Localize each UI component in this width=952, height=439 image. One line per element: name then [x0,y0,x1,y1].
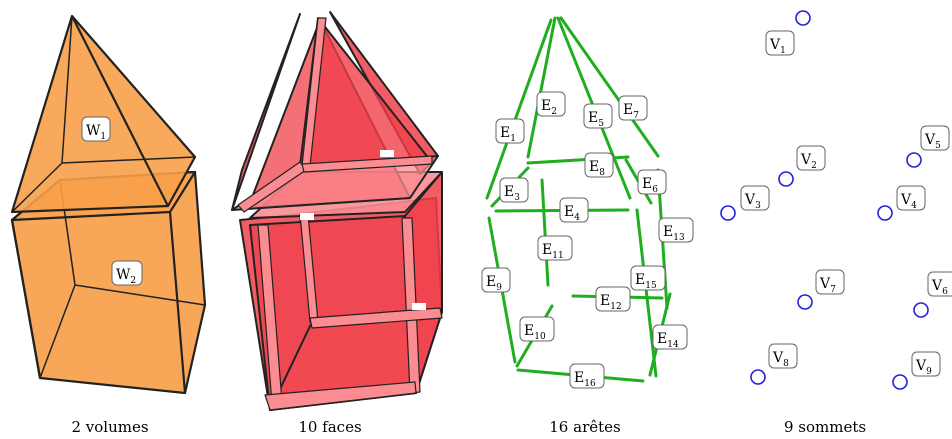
vertex-label-v2: V2 [796,145,826,171]
vertex-label-v9: V9 [911,351,941,377]
svg-text:W2: W2 [116,267,136,286]
edge-label-e12: E12 [595,286,631,312]
svg-text:E14: E14 [657,331,679,350]
vertex-label-v4: V4 [896,185,926,211]
svg-text:E7: E7 [623,102,639,121]
edge-e7 [559,16,660,158]
svg-text:E9: E9 [486,274,502,293]
edge-label-e11: E11 [537,235,573,261]
edge-label-e5: E5 [583,103,613,129]
svg-text:V9: V9 [915,358,932,377]
svg-text:E2: E2 [541,98,557,117]
svg-text:E3: E3 [504,184,520,203]
vertex-point-v1 [795,10,811,26]
faces-panel: 10 faces [231,11,443,436]
vertex-point-v2 [778,171,794,187]
svg-text:E5: E5 [588,110,604,129]
volume-label-w1: W1 [81,116,111,142]
svg-text:E8: E8 [589,159,605,178]
edge-e15 [635,208,658,378]
edge-label-e6: E6 [637,169,667,195]
svg-text:E10: E10 [524,323,546,342]
edge-label-e16: E16 [569,363,605,389]
edge-e11 [540,178,550,287]
svg-text:V7: V7 [819,276,836,295]
caption-edges: 16 arêtes [549,418,620,436]
edge-label-e2: E2 [536,91,566,117]
svg-text:V6: V6 [931,278,948,297]
edge-label-e7: E7 [618,95,648,121]
vertex-point-v5 [906,152,922,168]
svg-text:E4: E4 [564,204,580,223]
svg-text:E16: E16 [574,370,596,389]
vertex-label-v7: V7 [815,269,845,295]
pyramid-volume [10,14,197,214]
face-pyr-left [231,13,301,211]
volume-label-w2: W2 [111,260,143,286]
edge-e1 [485,18,553,200]
vertex-label-v3: V3 [740,185,770,211]
volumes-panel: W1 W2 2 volumes [10,14,207,436]
vertex-label-v1: V1 [765,30,795,56]
svg-text:W1: W1 [86,123,106,142]
svg-text:E6: E6 [642,176,658,195]
svg-text:E1: E1 [500,125,516,144]
vertex-label-v6: V6 [927,271,952,297]
caption-vertices: 9 sommets [784,418,866,436]
edge-label-e15: E15 [630,265,666,291]
edge-label-e13: E13 [658,217,694,243]
edge-label-e1: E1 [495,118,525,144]
caption-volumes: 2 volumes [71,418,148,436]
edge-label-e8: E8 [584,152,614,178]
edge-label-e3: E3 [499,177,529,203]
svg-text:V4: V4 [900,192,917,211]
vertex-point-v4 [877,205,893,221]
edge-label-e4: E4 [559,197,589,223]
edge-label-e14: E14 [652,324,688,350]
svg-text:V5: V5 [924,132,941,151]
vertex-label-v5: V5 [920,125,950,151]
vertex-point-v3 [720,205,736,221]
svg-text:V2: V2 [800,152,817,171]
svg-text:E15: E15 [635,272,657,291]
edge-label-e9: E9 [481,267,511,293]
edge-e2 [526,16,557,159]
edge-label-e10: E10 [519,316,555,342]
svg-text:E12: E12 [600,293,622,312]
vertex-label-v8: V8 [768,343,798,369]
vertex-point-v7 [797,294,813,310]
svg-text:V3: V3 [744,192,761,211]
svg-text:E11: E11 [542,242,564,261]
vertex-point-v8 [750,369,766,385]
svg-text:V8: V8 [772,350,789,369]
caption-faces: 10 faces [298,418,361,436]
svg-text:E13: E13 [663,224,685,243]
vertex-point-v6 [913,302,929,318]
vertex-point-v9 [892,374,908,390]
svg-text:V1: V1 [769,37,786,56]
